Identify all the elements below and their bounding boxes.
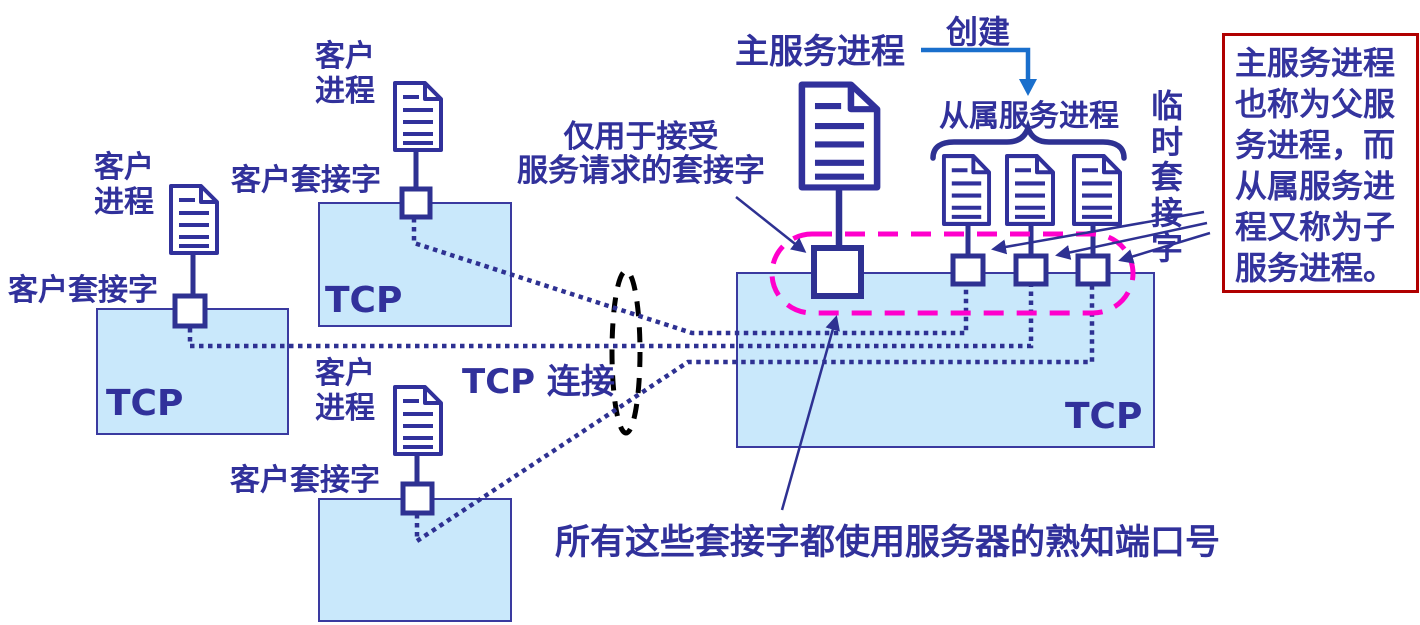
child3-socket [1075, 253, 1111, 287]
child-processes-brace [930, 119, 1127, 161]
child1-document-icon [944, 156, 989, 224]
temp-socket-arrow-1 [991, 210, 1205, 255]
server-sockets-group-outline [769, 231, 1136, 316]
client2-process-label: 客户 进程 [315, 39, 375, 109]
client3-process-label: 客户 进程 [315, 356, 375, 426]
tcp-connection-line-client3 [414, 285, 1095, 546]
tcp-connection-line-client1 [187, 285, 1034, 349]
client2-tcp-label: TCP [325, 280, 403, 321]
client2-document-icon [393, 81, 443, 152]
client1-document-icon [169, 184, 219, 255]
listen-socket [811, 245, 864, 299]
client2-socket [399, 186, 433, 220]
server-tcp-label: TCP [1065, 396, 1143, 437]
client3-socket [400, 481, 435, 516]
create-arrow-head [1019, 79, 1037, 96]
tcp-connection-line-client2 [411, 218, 969, 336]
well-known-port-note: 所有这些套接字都使用服务器的熟知端口号 [555, 523, 1221, 563]
side-note-box: 主服务进程 也称为父服 务进程，而 从属服务进 程又称为子 服务进程。 [1222, 33, 1419, 293]
network-boundary-ellipse [609, 268, 643, 436]
client1-process-label: 客户 进程 [94, 150, 154, 220]
listen-socket-caption: 仅用于接受 服务请求的套接字 [517, 119, 765, 189]
temp-socket-arrow-2 [1055, 221, 1208, 260]
child3-document-icon [1074, 156, 1120, 224]
listen-socket-caption-arrow [735, 196, 807, 253]
child-processes-label: 从属服务进程 [939, 99, 1119, 134]
well-known-port-note-arrow [780, 315, 840, 511]
main-server-process-label: 主服务进程 [735, 32, 905, 72]
child2-document-icon [1007, 156, 1053, 224]
tcp-connection-label: TCP 连接 [462, 362, 615, 402]
client3-tcp-box [318, 498, 512, 622]
client1-socket [172, 293, 208, 329]
client1-socket-label: 客户套接字 [8, 273, 158, 308]
create-arrow [921, 47, 1031, 80]
main-server-document-icon [802, 85, 877, 188]
client2-socket-label: 客户套接字 [231, 163, 381, 198]
client3-socket-label: 客户套接字 [230, 463, 380, 498]
client3-document-icon [393, 385, 443, 456]
client1-tcp-label: TCP [106, 383, 184, 424]
temp-socket-label: 临 时 套 接 字 [1150, 87, 1183, 267]
create-label: 创建 [946, 13, 1011, 51]
temp-socket-arrow-3 [1118, 231, 1211, 264]
child2-socket [1013, 253, 1049, 287]
child1-socket [950, 253, 986, 287]
